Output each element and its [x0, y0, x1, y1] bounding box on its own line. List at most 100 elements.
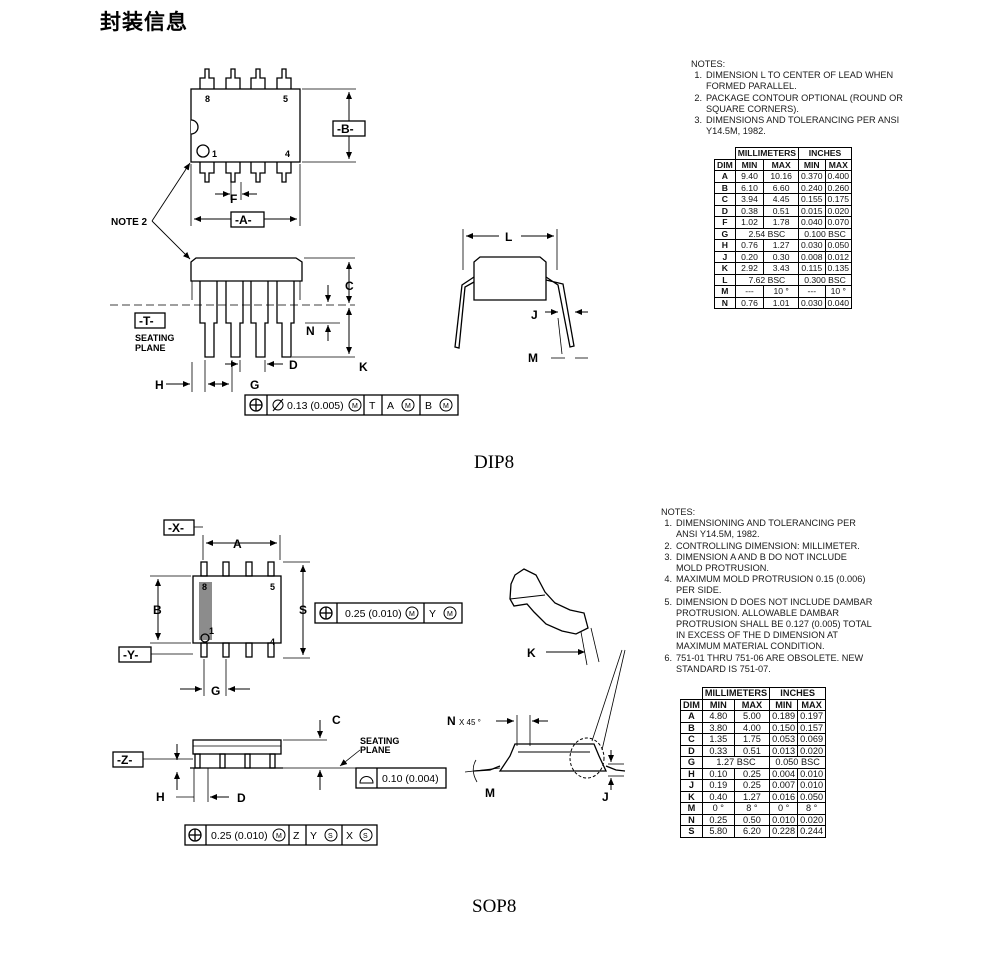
dip8-dim-n: N: [306, 324, 315, 338]
sop8-end-body: [498, 743, 608, 772]
table-cell: 1.78: [763, 216, 800, 229]
dip8-datum-b: -B-: [337, 122, 354, 136]
table-cell: 0.25: [733, 779, 771, 792]
table-cell: 6.10: [734, 181, 765, 194]
table-cell: 0.050: [797, 790, 827, 803]
dip8-fcf-ref-a: A: [387, 400, 394, 412]
table-cell: 1.27: [763, 239, 800, 252]
dip8-side-body: [190, 257, 303, 282]
page-heading: 封装信息: [100, 10, 188, 34]
dip8-end-body: [473, 256, 547, 301]
dip8-fcf-ref-b: B: [425, 400, 432, 412]
table-cell: 0.25: [733, 767, 771, 780]
table-cell: 0.015: [798, 204, 826, 217]
table-cell: 4.45: [763, 193, 800, 206]
dip8-dim-l: L: [505, 230, 512, 244]
dip8-dim-h: H: [155, 378, 164, 392]
table-cell: 1.01: [763, 296, 800, 309]
table-cell: 0.069: [797, 733, 827, 746]
sop8-side-body: [192, 739, 282, 755]
table-cell: N: [680, 813, 703, 826]
sop8-dim-d: D: [237, 791, 246, 805]
table-cell: 0.244: [797, 825, 827, 838]
table-cell: 4.80: [701, 710, 735, 723]
sop8-note-4: 4. MAXIMUM MOLD PROTRUSION 0.15 (0.006)P…: [664, 574, 866, 596]
svg-text:S: S: [363, 833, 368, 840]
svg-text:M: M: [352, 403, 358, 410]
table-cell: 10 °: [763, 285, 800, 298]
table-cell: 2.54 BSC: [734, 227, 800, 240]
table-cell: 3.80: [701, 721, 735, 734]
table-cell: 1.27: [733, 790, 771, 803]
sop8-datum-y: -Y-: [123, 648, 138, 662]
sop8-pin1-shading: [199, 582, 212, 640]
sop8-pin8-label: 8: [202, 582, 207, 592]
table-cell: 0.007: [769, 779, 799, 792]
dip8-dim-d: D: [289, 358, 298, 372]
table-cell: 0 °: [701, 802, 735, 815]
table-cell: C: [680, 733, 703, 746]
sop8-fcf-ref-y: Y: [429, 608, 436, 620]
svg-text:M: M: [405, 403, 411, 410]
dip8-dimension-table: MILLIMETERS INCHES DIM MIN MAX MIN MAX A…: [714, 147, 853, 309]
table-cell: 0.19: [701, 779, 735, 792]
sop8-dim-h: H: [156, 790, 165, 804]
sop8-notes-title: NOTES:: [661, 507, 696, 517]
sop8-table-mm-header: MILLIMETERS: [701, 687, 771, 700]
table-cell: 0.040: [824, 296, 853, 309]
sop8-fcf-tolerance: 0.25 (0.010): [345, 608, 402, 620]
sop8-dim-g: G: [211, 684, 220, 698]
sop8-dim-n: N: [447, 714, 456, 728]
table-cell: 0.013: [769, 744, 799, 757]
sop8-notes: NOTES: 1. DIMENSIONING AND TOLERANCING P…: [661, 507, 906, 675]
sop8-lead-detail: [509, 568, 589, 635]
sop8-pin4-label: 4: [270, 637, 275, 647]
table-cell: 0.175: [824, 193, 853, 206]
dip8-dim-j: J: [531, 308, 538, 322]
table-cell: 1.75: [733, 733, 771, 746]
table-cell: 0.010: [797, 779, 827, 792]
table-cell: F: [714, 216, 736, 229]
table-cell: 0.155: [798, 193, 826, 206]
dip8-fcf-ref-t: T: [369, 400, 376, 412]
table-cell: 0.10: [701, 767, 735, 780]
dip8-notes: NOTES: 1. DIMENSION L TO CENTER OF LEAD …: [691, 59, 906, 137]
table-cell: 0.260: [824, 181, 853, 194]
table-cell: K: [680, 790, 703, 803]
table-cell: 0.150: [769, 721, 799, 734]
sop8-bottom-fcf-ref-y: Y: [310, 830, 317, 842]
dip8-datum-a: -A-: [235, 213, 252, 227]
svg-text:M: M: [443, 403, 449, 410]
sop8-pin5-label: 5: [270, 582, 275, 592]
svg-text:M: M: [409, 611, 415, 618]
dip8-dim-f: F: [230, 192, 237, 206]
table-cell: 10.16: [763, 170, 800, 183]
dip8-dim-c: C: [345, 279, 354, 293]
dip8-datum-t: -T-: [139, 314, 154, 328]
dip8-pin5-label: 5: [283, 94, 288, 104]
table-cell: G: [680, 756, 703, 769]
table-cell: 0.016: [769, 790, 799, 803]
dip8-seating-2: PLANE: [135, 343, 166, 353]
table-cell: 0.76: [734, 239, 765, 252]
table-cell: 5.80: [701, 825, 735, 838]
